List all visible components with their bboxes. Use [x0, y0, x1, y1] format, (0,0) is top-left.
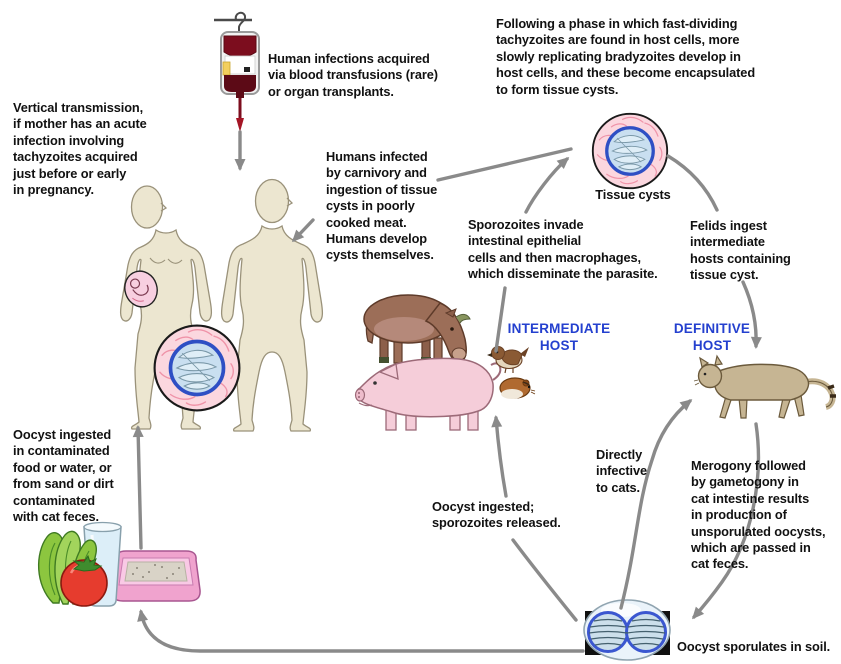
- arrow-oocyst-to-pig-lower: [511, 538, 578, 622]
- arrow-cyst-to-human-line: [436, 147, 573, 182]
- sparrow-icon: [487, 346, 529, 374]
- arrow-litterbox-to-woman: [132, 425, 144, 550]
- man-figure: [220, 178, 324, 432]
- annotation-humans-infected: Humans infected by carnivory and ingesti…: [326, 149, 438, 263]
- annotation-vertical-transmission: Vertical transmission, if mother has an …: [13, 100, 147, 198]
- annotation-blood-transfusion: Human infections acquired via blood tran…: [268, 51, 438, 99]
- label-tissue-cysts: Tissue cysts: [595, 187, 671, 202]
- label-intermediate-host: INTERMEDIATE HOST: [507, 321, 611, 353]
- tissue-cyst-icon: [591, 112, 669, 190]
- annotation-merogony: Merogony followed by gametogony in cat i…: [691, 458, 826, 572]
- arrow-animals-to-cyst-upper: [524, 157, 570, 214]
- arrow-oocyst-to-litterbox: [137, 609, 585, 653]
- arrow-animals-to-cyst-lower: [494, 286, 507, 353]
- annotation-felids-ingest: Felids ingest intermediate hosts contain…: [690, 218, 791, 283]
- arrow-cyst-to-cat-lower: [741, 280, 762, 349]
- arrow-cat-to-oocyst: [692, 422, 761, 620]
- pig-icon: [354, 357, 502, 431]
- oocyst-icon: [583, 599, 671, 661]
- arrow-oocyst-to-pig-upper: [491, 415, 508, 498]
- label-oocyst-sporulates: Oocyst sporulates in soil.: [677, 639, 831, 654]
- annotation-tachyzoites-phase: Following a phase in which fast-dividing…: [496, 16, 756, 97]
- cow-icon: [363, 294, 471, 364]
- hamster-icon: [499, 377, 536, 399]
- arrow-layer: [132, 130, 762, 653]
- annotation-oocyst-contaminated: Oocyst ingested in contaminated food or …: [13, 427, 114, 525]
- annotation-directly-infective: Directly infective to cats.: [596, 447, 648, 495]
- annotation-sporozoites: Sporozoites invade intestinal epithelial…: [468, 217, 658, 282]
- label-definitive-host: DEFINITIVE HOST: [673, 321, 751, 353]
- arrow-oocyst-to-cat: [619, 399, 693, 610]
- blood-bag-icon: [214, 11, 260, 132]
- tissue-cyst-large-icon: [152, 323, 242, 413]
- arrow-cyst-to-human-head: [291, 218, 315, 243]
- tomato-icon: [60, 554, 108, 607]
- cat-icon: [693, 354, 836, 419]
- arrow-cyst-to-cat-upper: [666, 154, 719, 212]
- fetus-icon: [124, 270, 158, 308]
- litter-box-icon: [111, 550, 201, 602]
- annotation-oocyst-ingested-sporozoites: Oocyst ingested; sporozoites released.: [432, 499, 561, 531]
